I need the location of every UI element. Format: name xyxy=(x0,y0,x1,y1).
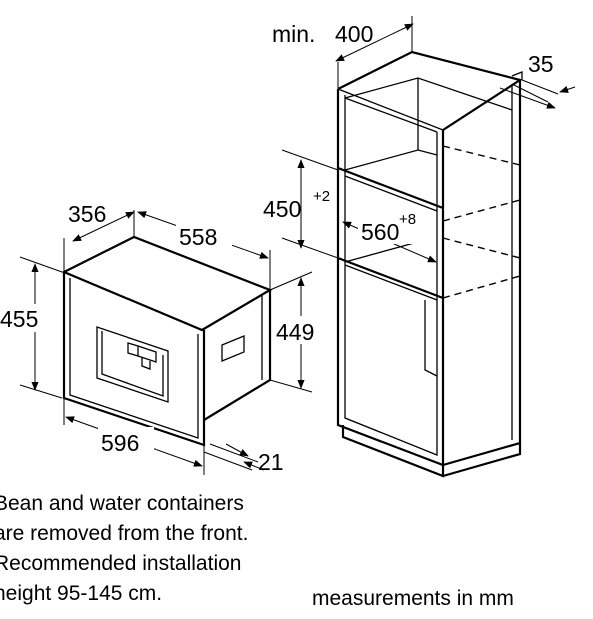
hidden-shelf-line-3 xyxy=(442,237,521,259)
extension-line xyxy=(521,79,559,95)
cabinet-depth-dimension: min. 400 xyxy=(272,16,414,89)
shelf-1-top xyxy=(344,149,438,171)
niche-width-value: 560 xyxy=(361,219,399,245)
front-height-value: 449 xyxy=(276,319,314,345)
cabinet-inner-frame xyxy=(344,95,438,456)
dimension-line xyxy=(499,87,556,109)
label-backdrop xyxy=(176,222,232,248)
machine-depth-value: 356 xyxy=(68,201,106,227)
dimension-line xyxy=(335,23,414,62)
front-depth-value: 21 xyxy=(258,449,284,475)
label-backdrop xyxy=(0,304,38,332)
cabinet-plinth-side xyxy=(442,443,522,478)
spout-icon xyxy=(127,342,139,357)
machine-width-dimension: 558 xyxy=(137,211,271,290)
extension-line xyxy=(511,83,549,103)
side-thickness-dimension: 35 xyxy=(499,51,576,109)
cabinet-top-front-edge xyxy=(337,88,444,131)
shelf-1-front xyxy=(337,166,444,210)
extension-line xyxy=(269,379,313,393)
machine-front xyxy=(62,272,206,447)
machine-top xyxy=(61,235,273,332)
note-line-3: Recommended installation xyxy=(0,552,241,575)
front-height-dimension: 449 xyxy=(269,271,326,393)
shelf-2-bottom xyxy=(344,264,438,301)
cabinet-depth-prefix: min. xyxy=(272,21,315,47)
units-note: measurements in mm xyxy=(312,587,514,610)
cabinet-right-side xyxy=(442,80,522,467)
note-line-4: height 95-145 cm. xyxy=(0,582,162,605)
spout-nozzle xyxy=(141,358,151,370)
cabinet-depth-value: 400 xyxy=(335,21,373,47)
machine-depth-dimension: 356 xyxy=(63,201,135,272)
tall-cabinet xyxy=(336,50,523,478)
cabinet-corner-detail xyxy=(511,71,523,80)
front-depth-dimension: 21 xyxy=(203,443,284,475)
niche-height-dimension: 450 +2 xyxy=(263,149,339,259)
niche-width-tolerance: +8 xyxy=(399,211,416,228)
extension-line xyxy=(209,443,259,463)
label-backdrop xyxy=(358,216,436,244)
niche-top-back-edge xyxy=(344,77,513,111)
machine-width-value: 558 xyxy=(179,224,217,250)
label-backdrop xyxy=(276,316,326,344)
niche-height-tolerance: +2 xyxy=(313,188,330,205)
dimension-line xyxy=(243,461,265,471)
dimension-line xyxy=(559,86,576,93)
extension-line xyxy=(281,237,339,259)
machine-height-dimension: 455 xyxy=(0,256,63,399)
extension-line xyxy=(281,149,339,171)
hidden-shelf-line-4 xyxy=(442,275,521,299)
niche-top-edge-front xyxy=(344,97,438,133)
notes: Bean and water containers are removed fr… xyxy=(0,492,514,610)
front-width-value: 596 xyxy=(101,430,139,456)
spout-body xyxy=(137,345,157,363)
dispenser-window xyxy=(96,326,169,403)
side-thickness-value: 35 xyxy=(528,51,554,77)
coffee-machine xyxy=(61,235,273,447)
dispenser-window-inner xyxy=(101,331,164,397)
front-width-dimension: 596 xyxy=(63,398,205,475)
dimension-line xyxy=(72,211,135,242)
hidden-shelf-line-2 xyxy=(442,199,521,222)
note-line-1: Bean and water containers xyxy=(0,492,244,515)
note-line-2: are removed from the front. xyxy=(0,522,248,545)
extension-line xyxy=(269,271,313,291)
lower-compartment-back xyxy=(424,300,438,377)
niche-width-dimension: 560 +8 xyxy=(342,211,437,263)
cabinet-top xyxy=(337,50,523,131)
hidden-shelf-line-1 xyxy=(442,145,521,166)
handle-icon xyxy=(221,335,245,362)
shelf-2-front xyxy=(337,256,444,300)
dimension-line xyxy=(225,443,249,457)
shelf-1-bottom xyxy=(344,175,438,212)
label-backdrop xyxy=(98,427,154,455)
niche-height-value: 450 xyxy=(263,196,301,222)
extension-line xyxy=(19,256,63,273)
extension-line xyxy=(19,384,63,399)
cabinet-plinth-front xyxy=(341,425,445,478)
machine-height-value: 455 xyxy=(0,306,38,332)
